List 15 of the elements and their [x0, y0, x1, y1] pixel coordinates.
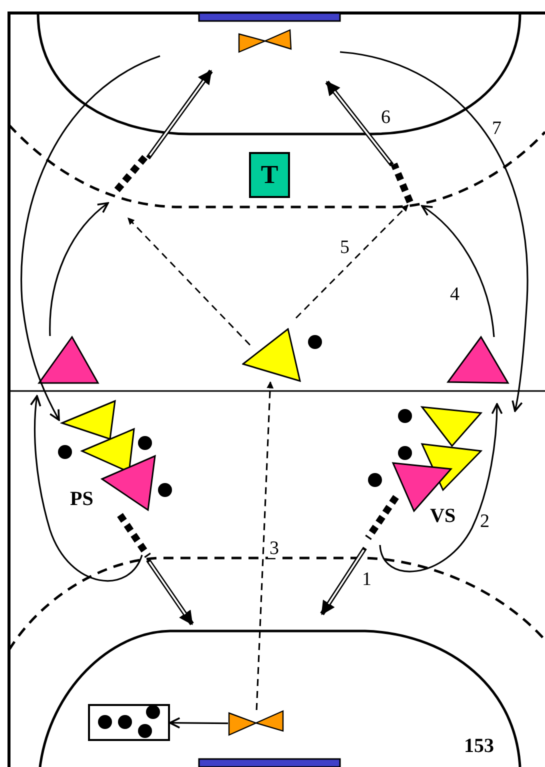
player-group-label: 153: [464, 736, 494, 756]
step-number: 1: [362, 570, 372, 589]
arrow: [169, 717, 228, 729]
goalkeeper-icon: [228, 710, 284, 737]
edge-label: 3: [268, 539, 280, 558]
step-number: 2: [480, 512, 490, 531]
center-player-icon: [242, 328, 301, 382]
player-group-label: PS: [70, 489, 94, 509]
step-number: 7: [492, 119, 502, 138]
step-number: 5: [340, 238, 350, 257]
tactic-box: T: [249, 152, 290, 198]
pass-arrow: [256, 381, 274, 710]
step-number: 6: [381, 108, 390, 127]
step-number: 4: [450, 285, 460, 304]
player-group-label: VS: [430, 506, 456, 526]
